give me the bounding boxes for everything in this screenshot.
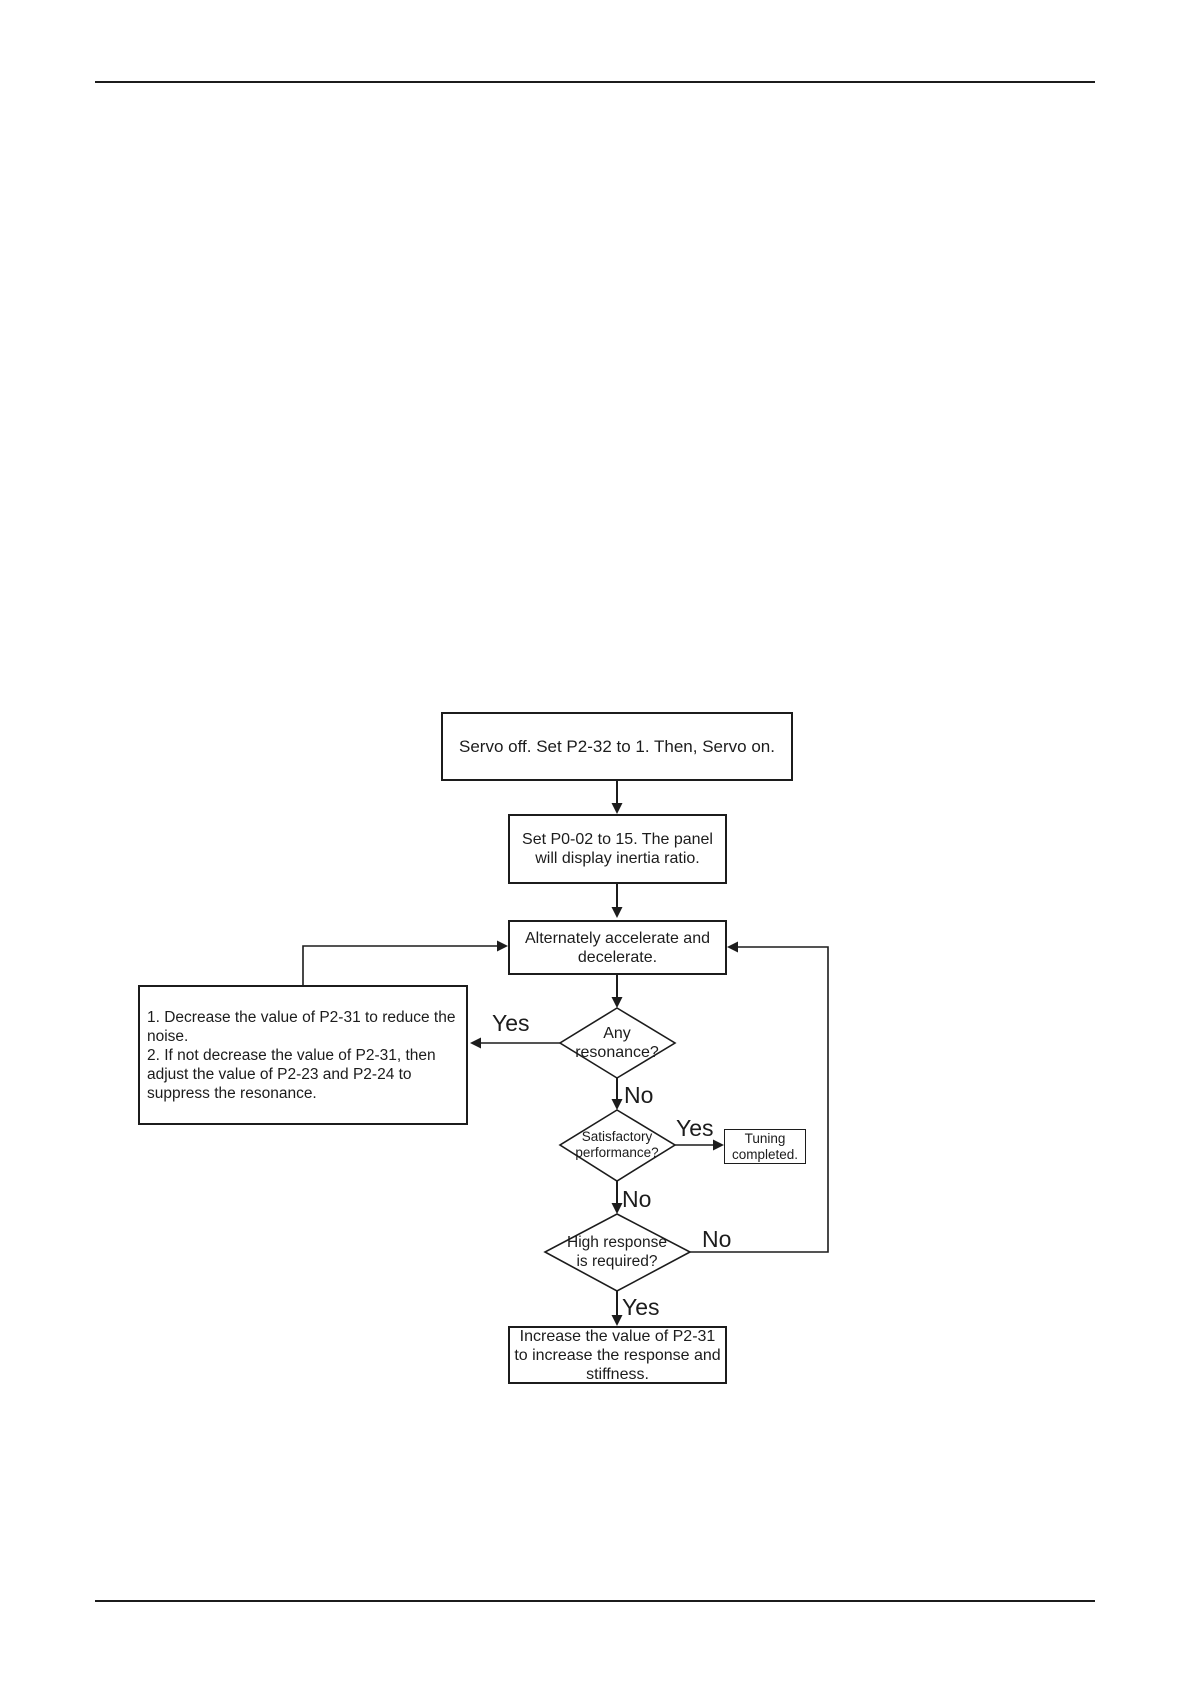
edge-label-yes-resonance: Yes [492,1010,530,1036]
arrowhead-down-icon [611,1099,623,1110]
edge-label-no-satisfactory: No [622,1186,652,1212]
flow-step-tuning-completed: Tuning completed. [724,1129,806,1164]
flow-step-increase-p2-31: Increase the value of P2-31 to increase … [508,1326,727,1384]
arrowhead-right-icon [713,1139,724,1151]
arrowhead-down-icon [611,907,623,918]
flow-step-set-p0-02: Set P0-02 to 15. The panel will display … [508,814,727,884]
arrowhead-down-icon [611,1315,623,1326]
footer-rule [95,1600,1095,1602]
edge-label-yes-satisfactory: Yes [676,1115,714,1141]
decision-any-resonance-label: Any resonance? [575,1025,659,1061]
header-rule [95,81,1095,83]
arrowhead-right-icon [497,940,508,952]
decision-satisfactory-performance-label: Satisfactory performance? [575,1129,659,1160]
edge-label-no-high-response: No [702,1226,732,1252]
edge-label-no-resonance: No [624,1082,654,1108]
arrowhead-left-icon [470,1037,481,1049]
connector-feedback-left [302,945,498,985]
flow-step-accelerate-decelerate: Alternately accelerate and decelerate. [508,920,727,975]
arrowhead-down-icon [611,997,623,1008]
flow-step-decrease-p2-31-note: 1. Decrease the value of P2-31 to reduce… [138,985,468,1125]
arrowhead-left-icon [727,941,738,953]
arrowhead-down-icon [611,1203,623,1214]
edge-label-yes-high-response: Yes [622,1294,660,1320]
arrowhead-down-icon [611,803,623,814]
flow-step-servo-off: Servo off. Set P2-32 to 1. Then, Servo o… [441,712,793,781]
decision-high-response-label: High response is required? [567,1234,667,1270]
connector-feedback-right [690,946,829,1253]
